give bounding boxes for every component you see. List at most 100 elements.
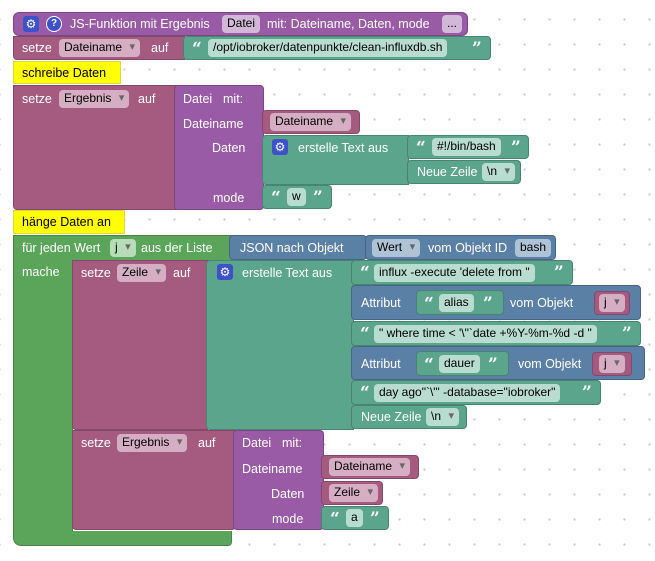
shebang-text-field[interactable]: #!/bin/bash bbox=[432, 138, 501, 156]
loop-footer bbox=[13, 531, 232, 546]
gear-icon[interactable]: ⚙ bbox=[217, 264, 233, 280]
text-block-where-time[interactable]: “ " where time < '\"`date +%Y-%m-%d -d "… bbox=[351, 321, 641, 346]
variable-dropdown[interactable]: Dateiname bbox=[59, 39, 141, 57]
text-block-influx-delete[interactable]: “ influx -execute 'delete from " ” bbox=[351, 260, 573, 285]
variable-dropdown[interactable]: Zeile bbox=[329, 484, 379, 502]
text-block-alias[interactable]: “ alias ” bbox=[416, 290, 504, 315]
gear-icon[interactable]: ⚙ bbox=[23, 16, 39, 32]
json-to-object-block[interactable]: JSON nach Objekt bbox=[229, 235, 367, 260]
set-zeile-block[interactable]: setze Zeile auf bbox=[72, 260, 208, 430]
variable-dropdown[interactable]: Dateiname bbox=[270, 113, 352, 131]
influx-delete-text-field[interactable]: influx -execute 'delete from " bbox=[374, 264, 535, 282]
param-label-daten: Daten bbox=[271, 487, 305, 501]
variable-dropdown[interactable]: Ergebnis bbox=[59, 90, 130, 108]
get-dateiname-block[interactable]: Dateiname bbox=[321, 455, 419, 479]
gear-icon[interactable]: ⚙ bbox=[272, 139, 288, 155]
from-object-label: vom Objekt bbox=[510, 296, 574, 310]
variable-dropdown[interactable]: j bbox=[599, 294, 625, 312]
variable-dropdown[interactable]: Zeile bbox=[117, 264, 167, 282]
create-text-block[interactable]: ⚙ erstelle Text aus bbox=[262, 135, 409, 185]
mode-text-field[interactable]: w bbox=[287, 188, 306, 206]
attribute-dropdown[interactable]: Wert bbox=[372, 239, 421, 257]
function-name-field[interactable]: Datei bbox=[222, 15, 261, 33]
get-state-block[interactable]: Wert vom Objekt ID bash bbox=[365, 235, 556, 260]
create-text-label: erstelle Text aus bbox=[298, 141, 389, 155]
loop-body-spine: mache bbox=[13, 260, 73, 532]
object-id-field[interactable]: bash bbox=[515, 239, 552, 257]
comment-block[interactable]: schreibe Daten bbox=[13, 61, 121, 84]
text-block-dauer[interactable]: “ dauer ” bbox=[416, 351, 509, 376]
quote-icon: “ bbox=[192, 39, 202, 59]
set-keyword: setze bbox=[22, 92, 52, 106]
get-j-block[interactable]: j bbox=[592, 352, 632, 376]
help-icon[interactable]: ? bbox=[46, 16, 62, 32]
quote-icon: “ bbox=[330, 509, 340, 529]
text-block-mode[interactable]: “ w ” bbox=[262, 185, 332, 209]
set-keyword: setze bbox=[81, 436, 111, 450]
function-title: JS-Funktion mit Ergebnis bbox=[70, 17, 210, 31]
quote-icon: “ bbox=[424, 355, 434, 375]
for-each-loop-block[interactable]: für jeden Wert j aus der Liste bbox=[13, 235, 232, 261]
param-label-dateiname: Dateiname bbox=[242, 462, 303, 476]
set-ergebnis-block[interactable]: setze Ergebnis auf bbox=[13, 85, 177, 210]
set-keyword: setze bbox=[22, 41, 52, 55]
json-label: JSON nach Objekt bbox=[240, 241, 344, 255]
get-j-block[interactable]: j bbox=[594, 291, 630, 315]
quote-icon: ” bbox=[483, 294, 493, 314]
for-each-label: für jeden Wert bbox=[22, 241, 101, 255]
quote-icon: ” bbox=[488, 355, 498, 375]
function-more-button[interactable]: ... bbox=[442, 15, 463, 33]
quote-icon: “ bbox=[424, 294, 434, 314]
param-label-mode: mode bbox=[213, 191, 245, 205]
attribute-block-alias[interactable]: Attribut “ alias ” vom Objekt j bbox=[351, 285, 641, 320]
day-ago-text-field[interactable]: day ago"`\"' -database="iobroker" bbox=[374, 384, 561, 402]
create-text-block[interactable]: ⚙ erstelle Text aus bbox=[206, 260, 354, 430]
set-dateiname-block[interactable]: setze Dateiname auf bbox=[13, 36, 185, 60]
dauer-text-field[interactable]: dauer bbox=[439, 355, 480, 373]
create-text-label: erstelle Text aus bbox=[242, 266, 333, 280]
get-zeile-block[interactable]: Zeile bbox=[321, 481, 383, 505]
newline-dropdown[interactable]: \n bbox=[482, 163, 516, 181]
mode-text-field[interactable]: a bbox=[346, 509, 363, 527]
text-block-filename[interactable]: “ /opt/iobroker/datenpunkte/clean-influx… bbox=[183, 36, 491, 60]
alias-text-field[interactable]: alias bbox=[439, 294, 474, 312]
get-dateiname-block[interactable]: Dateiname bbox=[262, 110, 360, 134]
param-label-mode: mode bbox=[272, 512, 304, 526]
param-label-dateiname: Dateiname bbox=[183, 117, 244, 131]
newline-block[interactable]: Neue Zeile \n bbox=[407, 160, 521, 184]
quote-icon: ” bbox=[313, 188, 323, 208]
comment-text: schreibe Daten bbox=[22, 66, 107, 80]
newline-label: Neue Zeile bbox=[417, 165, 478, 179]
text-block-day-ago[interactable]: “ day ago"`\"' -database="iobroker" ” bbox=[351, 380, 601, 405]
comment-block[interactable]: hänge Daten an bbox=[13, 210, 125, 234]
function-call-block[interactable]: Datei mit: Dateiname Daten mode bbox=[174, 85, 264, 210]
from-list-label: aus der Liste bbox=[141, 241, 213, 255]
newline-dropdown[interactable]: \n bbox=[426, 408, 460, 426]
variable-dropdown[interactable]: Dateiname bbox=[329, 458, 411, 476]
set-ergebnis-block[interactable]: setze Ergebnis auf bbox=[72, 430, 236, 530]
where-time-text-field[interactable]: " where time < '\"`date +%Y-%m-%d -d " bbox=[374, 325, 597, 343]
newline-block[interactable]: Neue Zeile \n bbox=[351, 405, 467, 429]
from-object-label: vom Objekt bbox=[518, 357, 582, 371]
quote-icon: “ bbox=[360, 263, 370, 283]
text-block-shebang[interactable]: “ #!/bin/bash ” bbox=[407, 135, 529, 159]
attribute-label: Attribut bbox=[361, 357, 401, 371]
to-keyword: auf bbox=[151, 41, 169, 55]
quote-icon: “ bbox=[416, 138, 426, 158]
variable-dropdown[interactable]: Ergebnis bbox=[117, 434, 188, 452]
function-call-block[interactable]: Datei mit: Dateiname Daten mode bbox=[233, 430, 324, 530]
attribute-label: Attribut bbox=[361, 296, 401, 310]
attribute-block-dauer[interactable]: Attribut “ dauer ” vom Objekt j bbox=[351, 346, 645, 380]
function-call-name: Datei bbox=[242, 436, 272, 450]
quote-icon: ” bbox=[472, 39, 482, 59]
quote-icon: ” bbox=[582, 383, 592, 403]
loop-variable-dropdown[interactable]: j bbox=[110, 239, 136, 257]
param-label-daten: Daten bbox=[212, 141, 246, 155]
function-definition-block[interactable]: ⚙ ? JS-Funktion mit Ergebnis Datei mit: … bbox=[13, 12, 468, 36]
quote-icon: ” bbox=[370, 509, 380, 529]
quote-icon: “ bbox=[360, 383, 370, 403]
quote-icon: ” bbox=[511, 138, 521, 158]
filename-text-field[interactable]: /opt/iobroker/datenpunkte/clean-influxdb… bbox=[208, 39, 448, 57]
text-block-mode[interactable]: “ a ” bbox=[321, 506, 389, 530]
variable-dropdown[interactable]: j bbox=[599, 355, 625, 373]
